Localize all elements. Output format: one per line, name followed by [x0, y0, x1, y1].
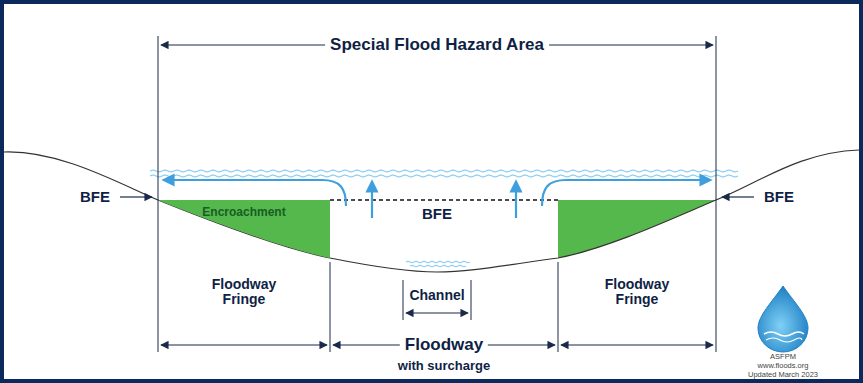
bfe-label: BFE: [759, 189, 799, 206]
logo-text: Updated March 2023: [748, 371, 818, 379]
dimension-arrows: [120, 45, 754, 345]
region-dimension: Special Flood Hazard Area: [325, 36, 549, 55]
ground-profile: [4, 150, 859, 272]
zone-label: Floodway: [400, 336, 488, 355]
zone-label: Floodway Fringe: [194, 277, 294, 308]
zone-label: Floodway Fringe: [587, 277, 687, 308]
region-label: Encroachment: [158, 200, 330, 219]
bfe-label: BFE: [75, 189, 115, 206]
bfe-line: [330, 199, 558, 201]
bfe-label: BFE: [417, 206, 457, 223]
water-surface: [150, 170, 738, 266]
zone-sublabel: with surcharge: [393, 359, 495, 373]
encroachment-area: Encroachment: [158, 200, 330, 258]
asfpm-logo: [758, 286, 808, 352]
encroachment-fill: [558, 200, 716, 258]
logo-text: www.floods.org: [758, 362, 809, 370]
zone-label: Channel: [404, 288, 469, 303]
limit-lines: [158, 36, 716, 352]
logo-text: ASFPM: [770, 353, 796, 361]
